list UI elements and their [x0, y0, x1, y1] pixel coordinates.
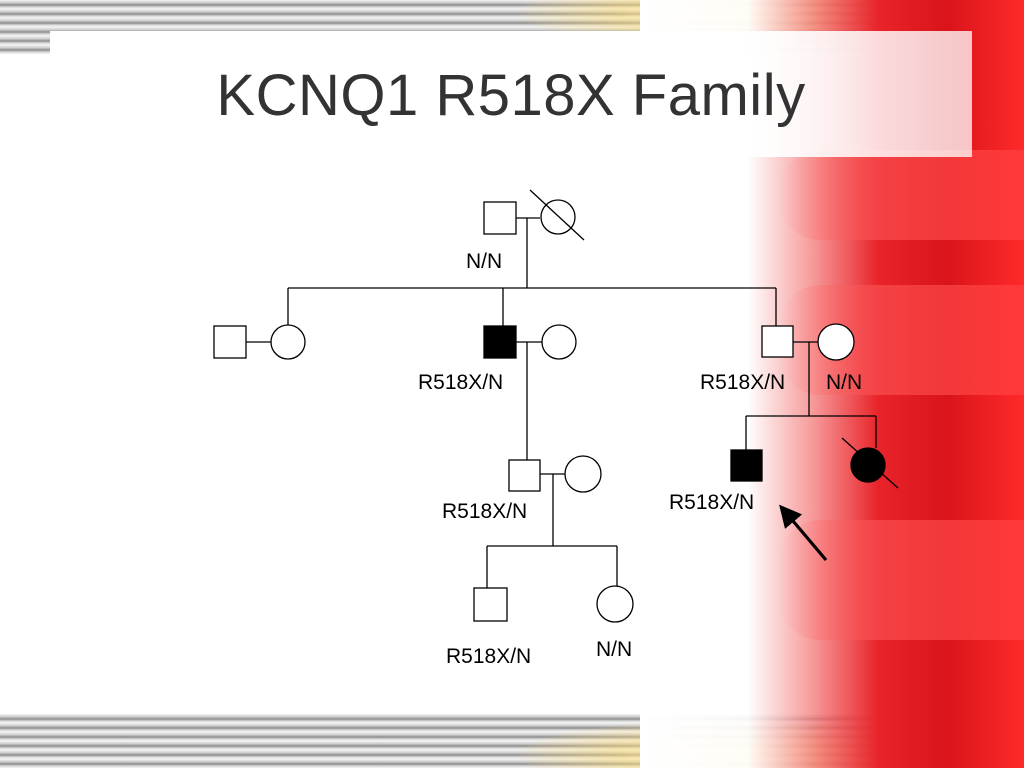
male-unaffected-symbol	[473, 587, 508, 622]
pedigree-lines	[246, 217, 877, 588]
deceased-mark	[841, 437, 899, 489]
title-box	[50, 31, 972, 157]
male-unaffected-symbol	[508, 459, 541, 492]
genotype-label: R518X/N	[442, 500, 527, 523]
genotype-label: R518X/N	[446, 645, 531, 668]
male-affected-symbol	[730, 449, 763, 482]
genotype-label: N/N	[826, 371, 862, 394]
genotype-labels: N/N R518X/N R518X/N N/N R518X/N R518X/N …	[418, 250, 862, 668]
pedigree-symbols	[213, 189, 899, 623]
genotype-label: R518X/N	[418, 371, 503, 394]
red-band-decoration	[780, 150, 1024, 240]
male-unaffected-symbol	[761, 325, 794, 358]
female-unaffected-symbol	[564, 455, 602, 493]
red-band-decoration	[780, 520, 1024, 640]
genotype-label: R518X/N	[669, 491, 754, 514]
proband-arrow	[779, 504, 828, 562]
female-unaffected-symbol	[541, 324, 577, 360]
female-unaffected-symbol	[596, 585, 634, 623]
male-affected-symbol	[483, 325, 517, 359]
genotype-label: N/N	[596, 638, 632, 661]
female-unaffected-symbol	[817, 323, 855, 361]
male-unaffected-symbol	[483, 201, 517, 235]
slide-title: KCNQ1 R518X Family	[216, 63, 806, 128]
genotype-label: N/N	[466, 250, 502, 273]
female-unaffected-symbol	[270, 324, 306, 360]
genotype-label: R518X/N	[700, 371, 785, 394]
deceased-mark	[529, 189, 585, 241]
male-unaffected-symbol	[213, 325, 247, 359]
female-affected-symbol	[850, 447, 886, 483]
